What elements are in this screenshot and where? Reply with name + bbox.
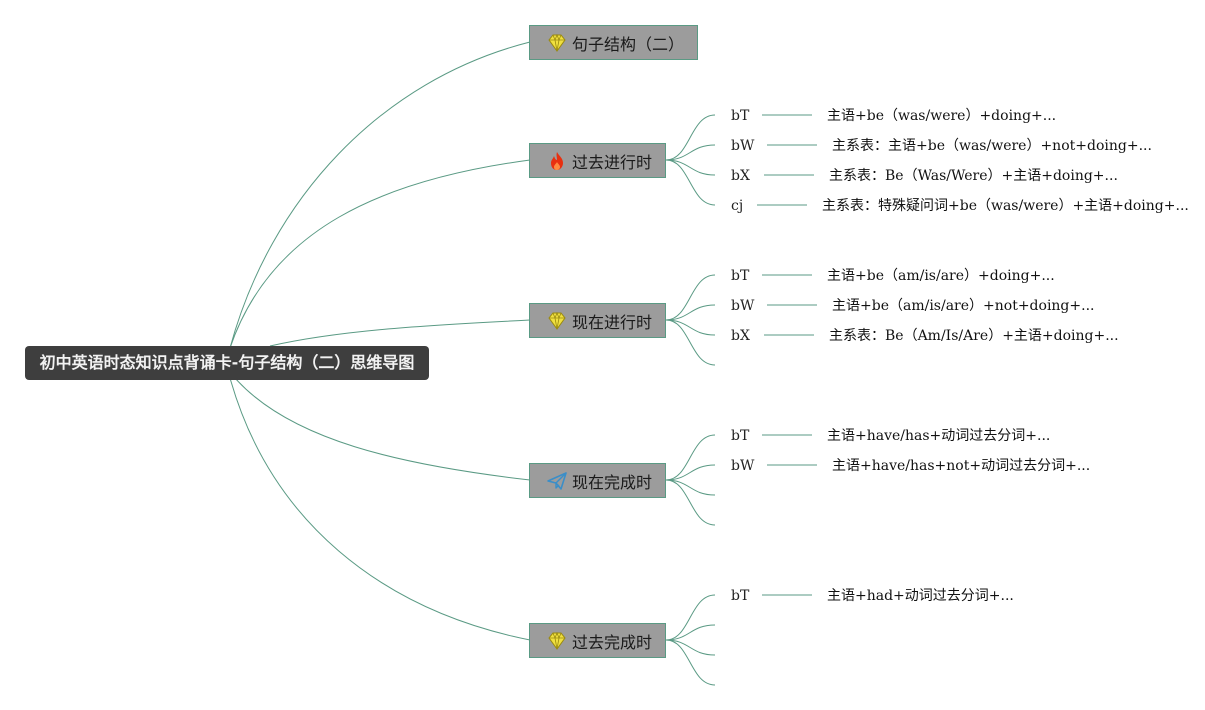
item-key[interactable]: bX bbox=[731, 328, 750, 344]
item-key[interactable]: bT bbox=[731, 588, 750, 604]
connector-root-topic-2 bbox=[229, 159, 531, 349]
item-value[interactable]: 主语+be（am/is/are）+not+doing+... bbox=[832, 298, 1095, 314]
topic-label: 过去进行时 bbox=[572, 152, 653, 172]
item-key[interactable]: bX bbox=[731, 168, 750, 184]
item-value[interactable]: 主语+had+动词过去分词+... bbox=[827, 588, 1014, 604]
diamond-icon bbox=[546, 32, 568, 54]
connector-root-topic-4 bbox=[234, 377, 531, 481]
topic-label: 现在完成时 bbox=[572, 472, 653, 492]
connector-root-topic-5 bbox=[229, 377, 531, 641]
diamond-icon bbox=[546, 310, 568, 332]
fire-icon bbox=[546, 150, 568, 172]
item-key[interactable]: bW bbox=[731, 298, 755, 314]
topic-label: 句子结构（二） bbox=[572, 34, 685, 54]
topic-past-perfect[interactable]: 过去完成时 bbox=[529, 623, 666, 658]
item-key[interactable]: bW bbox=[731, 138, 755, 154]
topic-present-continuous[interactable]: 现在进行时 bbox=[529, 303, 666, 338]
topic-sentence-structure[interactable]: 句子结构（二） bbox=[529, 25, 698, 60]
item-value[interactable]: 主语+have/has+动词过去分词+... bbox=[827, 428, 1051, 444]
paper-plane-icon bbox=[546, 470, 568, 492]
item-key[interactable]: bT bbox=[731, 268, 750, 284]
item-value[interactable]: 主语+be（am/is/are）+doing+... bbox=[827, 268, 1055, 284]
topic-past-continuous[interactable]: 过去进行时 bbox=[529, 143, 666, 178]
item-value[interactable]: 主语+be（was/were）+doing+... bbox=[827, 108, 1057, 124]
connector-root-topic-3 bbox=[269, 319, 531, 347]
item-key[interactable]: bT bbox=[731, 108, 750, 124]
item-value[interactable]: 主系表：特殊疑问词+be（was/were）+主语+doing+... bbox=[822, 198, 1189, 214]
root-node[interactable]: 初中英语时态知识点背诵卡-句子结构（二）思维导图 bbox=[25, 346, 429, 380]
topic-label: 现在进行时 bbox=[572, 312, 653, 332]
diamond-icon bbox=[546, 630, 568, 652]
connector-root-topic-1 bbox=[229, 41, 531, 349]
item-value[interactable]: 主系表：Be（Am/Is/Are）+主语+doing+... bbox=[829, 328, 1119, 344]
item-key[interactable]: cj bbox=[731, 198, 744, 214]
item-value[interactable]: 主语+have/has+not+动词过去分词+... bbox=[832, 458, 1091, 474]
item-value[interactable]: 主系表：主语+be（was/were）+not+doing+... bbox=[832, 138, 1152, 154]
topic-present-perfect[interactable]: 现在完成时 bbox=[529, 463, 666, 498]
item-key[interactable]: bT bbox=[731, 428, 750, 444]
root-label: 初中英语时态知识点背诵卡-句子结构（二）思维导图 bbox=[39, 353, 415, 372]
item-value[interactable]: 主系表：Be（Was/Were）+主语+doing+... bbox=[829, 168, 1118, 184]
topic-label: 过去完成时 bbox=[572, 632, 653, 652]
item-key[interactable]: bW bbox=[731, 458, 755, 474]
